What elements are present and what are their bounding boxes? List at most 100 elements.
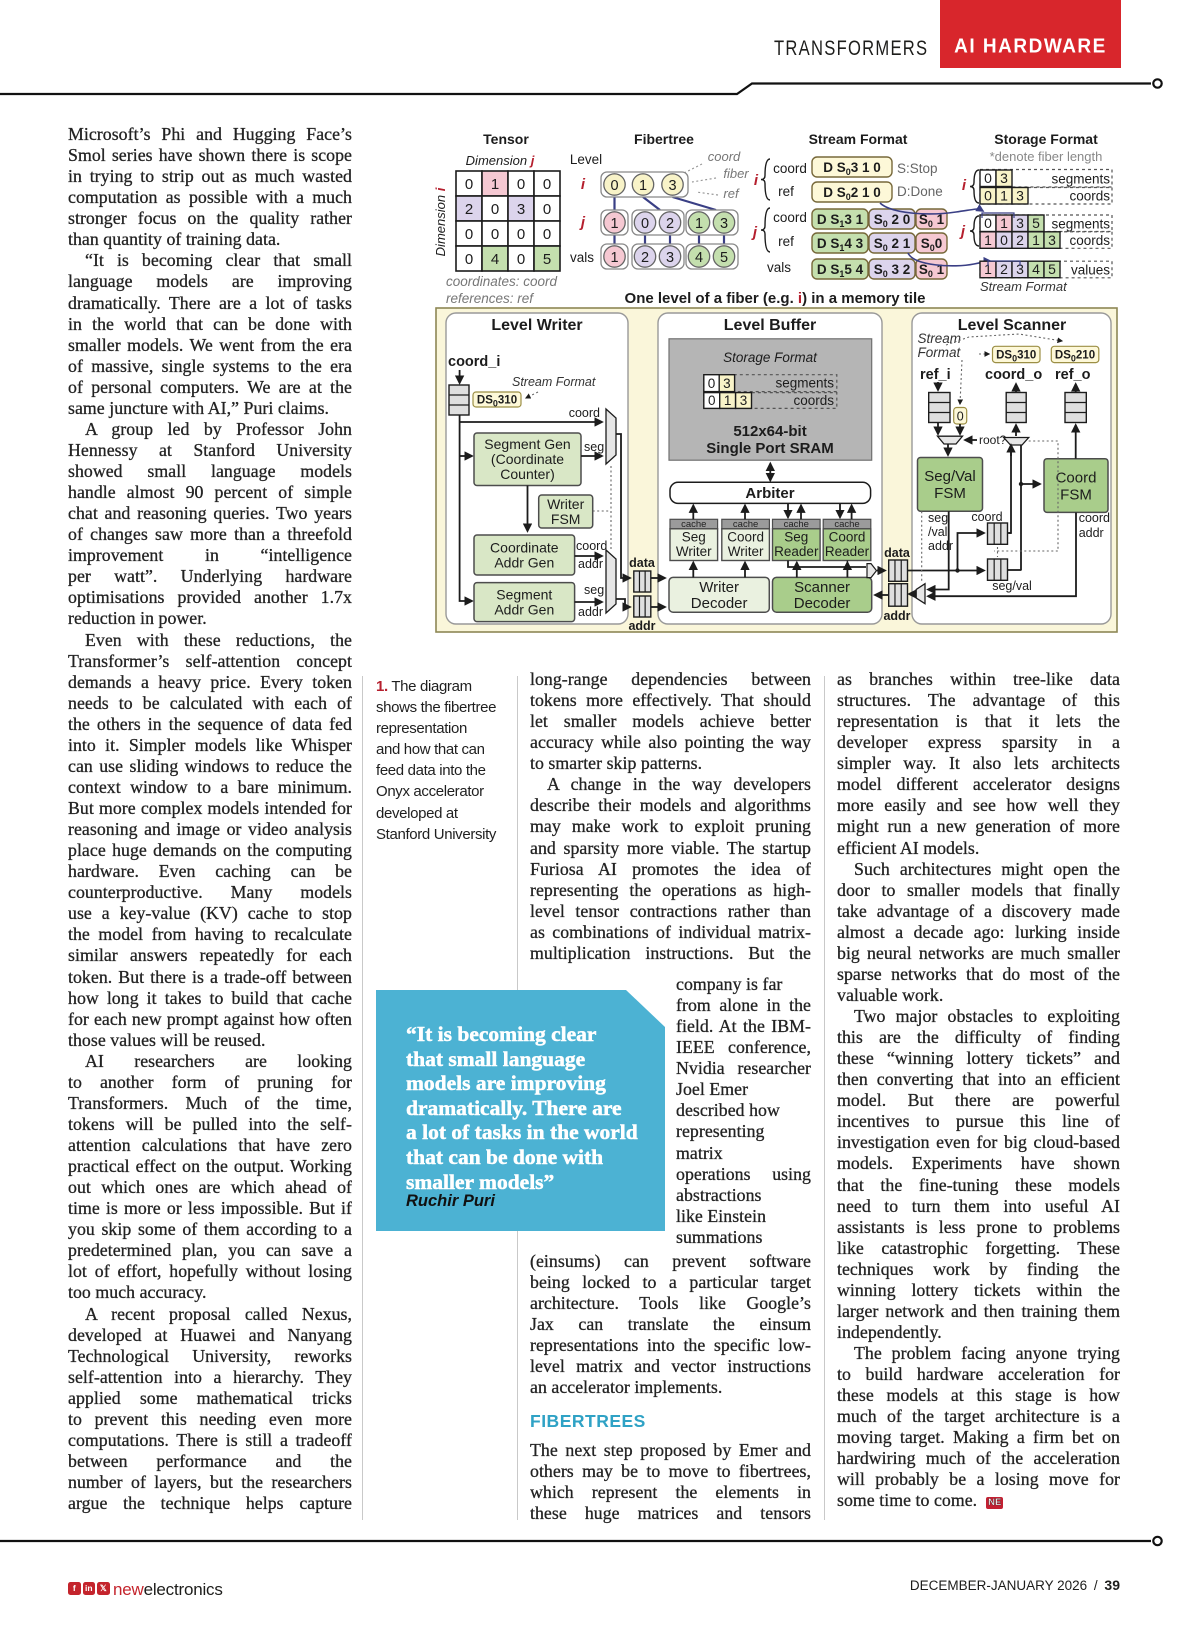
svg-text:i: i (581, 176, 586, 193)
svg-text:(Coordinate: (Coordinate (491, 451, 564, 467)
svg-text:DS0210: DS0210 (1055, 350, 1095, 364)
svg-text:One level of a fiber (e.g. i): One level of a fiber (e.g. i) in a memor… (625, 290, 926, 307)
svg-text:Writer: Writer (547, 496, 584, 512)
svg-text:Level: Level (570, 152, 602, 167)
svg-text:2: 2 (1016, 232, 1024, 248)
svg-text:S:Stop: S:Stop (897, 161, 938, 176)
svg-text:2: 2 (465, 201, 473, 218)
svg-text:addr: addr (628, 619, 655, 633)
svg-text:FSM: FSM (934, 485, 966, 502)
svg-text:Level Writer: Level Writer (491, 317, 582, 334)
svg-text:D S15 4: D S15 4 (817, 262, 864, 279)
svg-text:Writer: Writer (728, 544, 764, 559)
svg-text:coords: coords (793, 393, 834, 408)
svg-text:0: 0 (491, 226, 499, 243)
svg-text:Tensor: Tensor (483, 131, 529, 147)
svg-text:seg: seg (584, 440, 604, 454)
svg-text:Coord: Coord (1056, 469, 1097, 486)
svg-text:S0 1: S0 1 (919, 212, 945, 229)
svg-text:Level Scanner: Level Scanner (958, 317, 1067, 334)
svg-text:0: 0 (984, 170, 992, 186)
svg-text:data: data (884, 546, 911, 560)
svg-text:5: 5 (720, 250, 728, 266)
svg-text:Addr Gen: Addr Gen (494, 602, 554, 618)
svg-text:values: values (1071, 263, 1110, 278)
svg-text:Coord: Coord (829, 530, 866, 545)
svg-text:FSM: FSM (1060, 486, 1092, 503)
svg-text:1: 1 (724, 393, 732, 408)
svg-text:Stream: Stream (918, 331, 962, 346)
svg-text:coord: coord (773, 161, 807, 176)
svg-text:1: 1 (984, 232, 992, 248)
svg-text:/val: /val (928, 525, 947, 539)
svg-text:Decoder: Decoder (794, 595, 851, 612)
svg-text:cache: cache (784, 519, 809, 530)
svg-text:1: 1 (1032, 232, 1040, 248)
svg-text:Fibertree: Fibertree (634, 131, 694, 147)
svg-text:512x64-bit: 512x64-bit (733, 423, 806, 440)
svg-text:D S02 1 0: D S02 1 0 (823, 185, 881, 202)
svg-text:Level Buffer: Level Buffer (724, 317, 816, 334)
svg-text:Segment Gen: Segment Gen (484, 436, 570, 452)
svg-text:3: 3 (1016, 261, 1024, 277)
svg-text:seg: seg (928, 511, 948, 525)
svg-text:1: 1 (695, 216, 703, 232)
svg-text:S0 3 2: S0 3 2 (874, 262, 911, 279)
svg-text:3: 3 (1000, 170, 1008, 186)
svg-text:0: 0 (517, 251, 525, 268)
svg-text:5: 5 (1032, 215, 1040, 231)
svg-text:Coord: Coord (727, 530, 764, 545)
svg-text:3: 3 (1016, 215, 1024, 231)
svg-text:coord_i: coord_i (448, 354, 500, 370)
svg-text:i: i (962, 177, 967, 194)
svg-text:DS0310: DS0310 (996, 350, 1036, 364)
svg-text:Storage Format: Storage Format (723, 350, 818, 365)
svg-text:S00: S00 (921, 236, 943, 253)
svg-text:j: j (959, 223, 966, 240)
svg-text:4: 4 (491, 251, 499, 268)
svg-text:addr: addr (928, 539, 953, 553)
svg-text:Dimension j: Dimension j (466, 153, 535, 168)
svg-text:coord: coord (971, 510, 1002, 524)
svg-text:3: 3 (720, 216, 728, 232)
svg-text:Coordinate: Coordinate (490, 539, 559, 555)
svg-text:coord: coord (569, 406, 600, 420)
svg-text:Format: Format (918, 345, 962, 360)
svg-text:0: 0 (984, 215, 992, 231)
svg-text:0: 0 (708, 393, 716, 408)
svg-text:coordinates: coord: coordinates: coord (446, 274, 558, 289)
svg-text:coord: coord (773, 210, 807, 225)
svg-text:3: 3 (723, 376, 731, 391)
svg-text:2: 2 (1000, 261, 1008, 277)
svg-text:ref_o: ref_o (1055, 367, 1091, 383)
svg-text:addr: addr (1079, 526, 1104, 540)
svg-text:ref: ref (778, 234, 794, 249)
svg-text:S0 2 1: S0 2 1 (874, 236, 911, 253)
svg-text:0: 0 (491, 201, 499, 218)
svg-text:1: 1 (1000, 215, 1008, 231)
svg-text:Seg: Seg (682, 530, 706, 545)
svg-text:data: data (629, 556, 656, 570)
svg-text:4: 4 (695, 250, 703, 266)
svg-text:1: 1 (984, 261, 992, 277)
svg-text:Scanner: Scanner (794, 579, 850, 596)
svg-text:cache: cache (834, 519, 859, 530)
svg-text:vals: vals (570, 250, 594, 265)
svg-text:segments: segments (775, 376, 834, 391)
svg-text:*denote fiber length: *denote fiber length (990, 149, 1103, 164)
svg-text:coord: coord (708, 149, 741, 164)
svg-text:DS0310: DS0310 (477, 395, 517, 409)
svg-text:addr: addr (578, 605, 603, 619)
svg-text:coord: coord (1079, 511, 1110, 525)
svg-text:D S13 1: D S13 1 (817, 212, 864, 229)
svg-text:Segment: Segment (496, 587, 552, 603)
svg-text:ref: ref (723, 186, 740, 201)
svg-text:1: 1 (1000, 188, 1008, 204)
svg-text:ref: ref (778, 184, 794, 199)
svg-text:0: 0 (543, 201, 551, 218)
svg-text:0: 0 (465, 176, 473, 193)
svg-text:3: 3 (517, 201, 525, 218)
svg-text:0: 0 (517, 226, 525, 243)
svg-text:i: i (754, 172, 759, 189)
svg-text:0: 0 (517, 176, 525, 193)
